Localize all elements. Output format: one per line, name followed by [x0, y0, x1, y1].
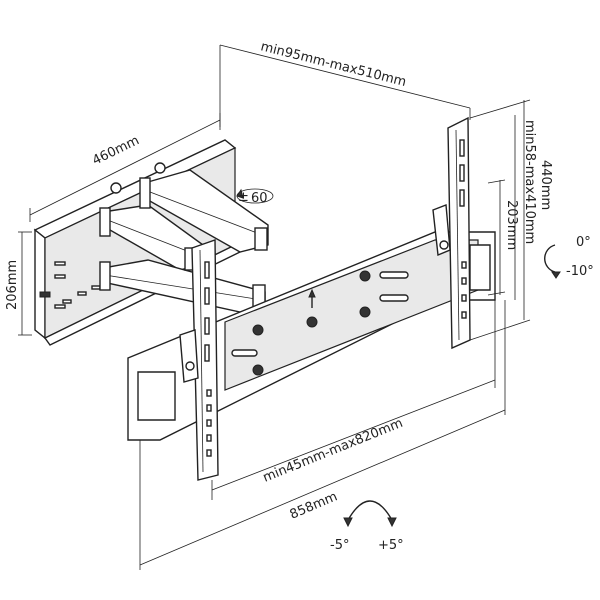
label-roll-right: +5°	[378, 538, 404, 553]
label-tilt-down: -10°	[566, 264, 594, 279]
articulating-arms	[99, 162, 269, 313]
dimension-lines	[18, 44, 531, 570]
label-tilt-up: 0°	[576, 235, 591, 250]
label-swivel-pm: ±	[238, 190, 249, 205]
vertical-rail-left	[179, 239, 219, 481]
label-swivel-angle: 60	[251, 191, 268, 206]
label-horizontal-hole-range: min45mm-max820mm	[261, 416, 405, 486]
vertical-rail-right	[432, 116, 471, 350]
label-overall-width: 858mm	[288, 489, 340, 522]
label-rail-height: 203mm	[504, 200, 519, 250]
label-plate-height: 206mm	[5, 260, 20, 310]
rotation-indicators	[236, 188, 561, 528]
label-vertical-hole-range: min58-max410mm	[522, 120, 537, 244]
label-tv-bracket-height: 440mm	[538, 160, 553, 210]
label-arm-extension: min95mm-max510mm	[259, 39, 408, 90]
label-roll-left: -5°	[330, 538, 349, 553]
